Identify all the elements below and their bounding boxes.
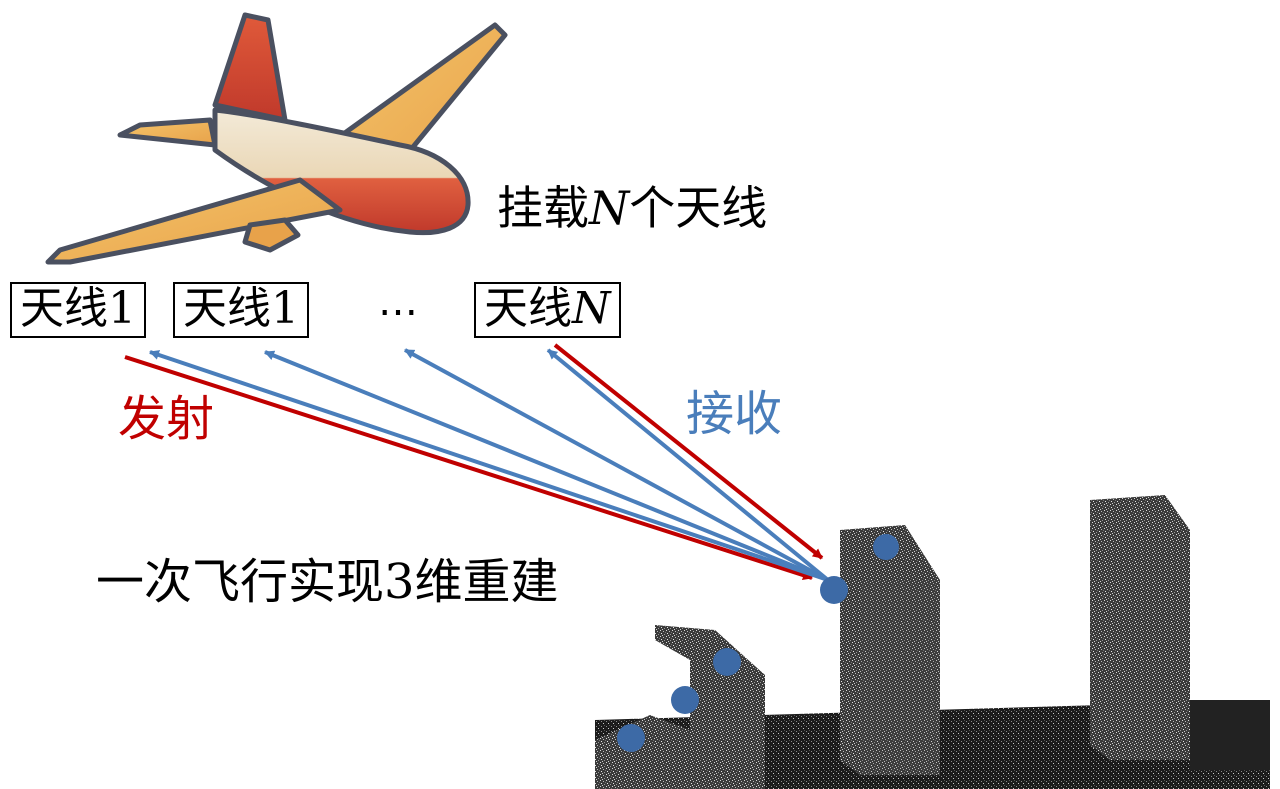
antenna-label: 天线 bbox=[183, 283, 271, 334]
transmit-ray-1 bbox=[124, 355, 813, 581]
antenna-box-1: 天线1 bbox=[10, 282, 146, 339]
antenna-label: 天线 bbox=[484, 283, 572, 334]
receive-ray-3 bbox=[404, 348, 829, 582]
receive-ray-4 bbox=[546, 348, 830, 582]
antenna-label: 天线 bbox=[20, 283, 108, 334]
scatter-point bbox=[873, 534, 899, 560]
scatter-points bbox=[617, 534, 899, 752]
receive-ray-1 bbox=[149, 350, 829, 582]
antenna-index: 1 bbox=[108, 283, 136, 334]
scatter-point bbox=[671, 686, 699, 714]
mount-label-suffix: 个天线 bbox=[629, 181, 768, 235]
rays bbox=[124, 343, 830, 582]
scatter-point bbox=[617, 724, 645, 752]
transmit-ray-2 bbox=[553, 343, 824, 560]
scatter-point bbox=[820, 576, 848, 604]
antenna-index: N bbox=[572, 283, 611, 334]
caption: 一次飞行实现3维重建 bbox=[96, 554, 559, 610]
city-buildings-image bbox=[595, 495, 1270, 789]
antenna-box-n: 天线N bbox=[474, 282, 621, 339]
scatter-point bbox=[713, 648, 741, 676]
antenna-index: 1 bbox=[271, 283, 299, 334]
receive-ray-2 bbox=[264, 350, 829, 582]
mount-label-var: N bbox=[589, 181, 630, 235]
mount-label: 挂载N个天线 bbox=[497, 185, 767, 231]
receive-label: 接收 bbox=[686, 386, 783, 442]
antenna-box-2: 天线1 bbox=[173, 282, 309, 339]
airplane-icon bbox=[45, 12, 508, 265]
antenna-ellipsis: ⋯ bbox=[378, 289, 418, 335]
mount-label-prefix: 挂载 bbox=[497, 181, 589, 235]
transmit-label: 发射 bbox=[118, 391, 215, 447]
